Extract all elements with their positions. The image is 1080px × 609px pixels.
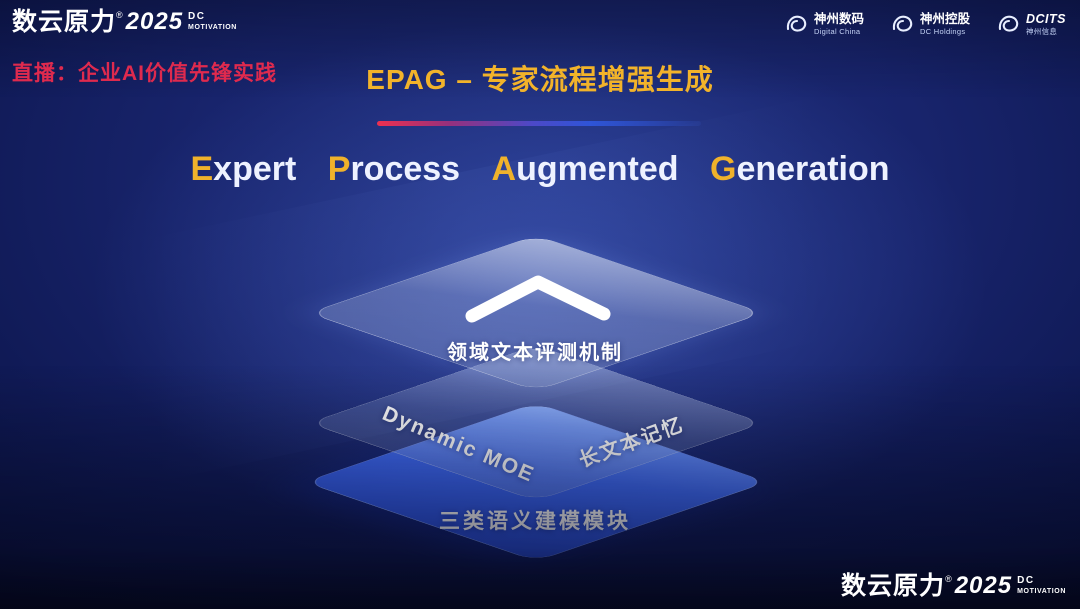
partner-logo-text: DCITS 神州信息 (1026, 12, 1066, 36)
brand-name: 数云原力 (12, 8, 117, 36)
partner-subtitle: 神州信息 (1026, 27, 1058, 36)
main-title-word: Process (328, 150, 460, 189)
partner-subtitle: DC Holdings (919, 27, 966, 36)
main-title-initial: E (190, 150, 214, 188)
partner-logo-text: 神州数码 Digital China (814, 12, 864, 36)
brand-tagline-bottom: MOTIVATION (188, 24, 237, 31)
brand-year: 2025 (954, 572, 1013, 599)
main-title-word-rest: eneration (736, 150, 890, 188)
brand-tagline: DC MOTIVATION (1017, 575, 1066, 596)
brand-registered-mark: ® (945, 574, 952, 584)
brand-tagline-top: DC (1017, 575, 1035, 586)
partner-logo-dcits: DCITS 神州信息 (996, 12, 1066, 36)
brand-tagline-bottom: MOTIVATION (1017, 588, 1066, 595)
partner-name: 神州数码 (813, 12, 864, 26)
stack-label-evaluation: 领域文本评测机制 (447, 342, 623, 364)
partner-logo-text: 神州控股 DC Holdings (920, 12, 970, 36)
main-title-word: Expert (190, 150, 296, 189)
brand-name: 数云原力 (841, 572, 946, 600)
main-title-initial: A (491, 150, 517, 188)
brand-year: 2025 (125, 8, 184, 35)
swoosh-icon (892, 15, 913, 32)
brand-logo-bottom-right: 数云原力 ® 2025 DC MOTIVATION (841, 574, 1066, 599)
partner-subtitle: Digital China (813, 27, 861, 36)
main-title-word: Generation (710, 150, 890, 189)
chevron-up-icon (465, 275, 611, 323)
main-title-word-rest: ugmented (516, 150, 679, 188)
brand-logo-top-left: 数云原力 ® 2025 DC MOTIVATION (12, 10, 237, 35)
main-title: Expert Process Augmented Generation (0, 150, 1080, 189)
main-title-word-rest: xpert (213, 150, 297, 188)
main-title-word-rest: rocess (350, 150, 461, 188)
partner-name: DCITS (1026, 12, 1066, 26)
swoosh-icon (998, 15, 1019, 32)
main-title-word: Augmented (492, 150, 679, 189)
page-title: EPAG – 专家流程增强生成 (366, 64, 714, 95)
brand-tagline-top: DC (188, 11, 206, 22)
brand-registered-mark: ® (116, 10, 123, 20)
partner-logo-dc-holdings: 神州控股 DC Holdings (890, 12, 970, 36)
partner-logos: 神州数码 Digital China 神州控股 DC Holdings DCIT… (784, 12, 1066, 36)
main-title-initial: G (710, 150, 737, 188)
partner-logo-digital-china: 神州数码 Digital China (784, 12, 864, 36)
partner-name: 神州控股 (919, 12, 970, 26)
brand-tagline: DC MOTIVATION (188, 11, 237, 32)
main-title-initial: P (327, 150, 351, 188)
live-stream-label: 直播：企业AI价值先锋实践 (12, 62, 277, 85)
swoosh-icon (786, 15, 807, 32)
stack-label-semantic-modules: 三类语义建模模块 (439, 510, 631, 533)
title-underline-gradient (377, 121, 701, 126)
